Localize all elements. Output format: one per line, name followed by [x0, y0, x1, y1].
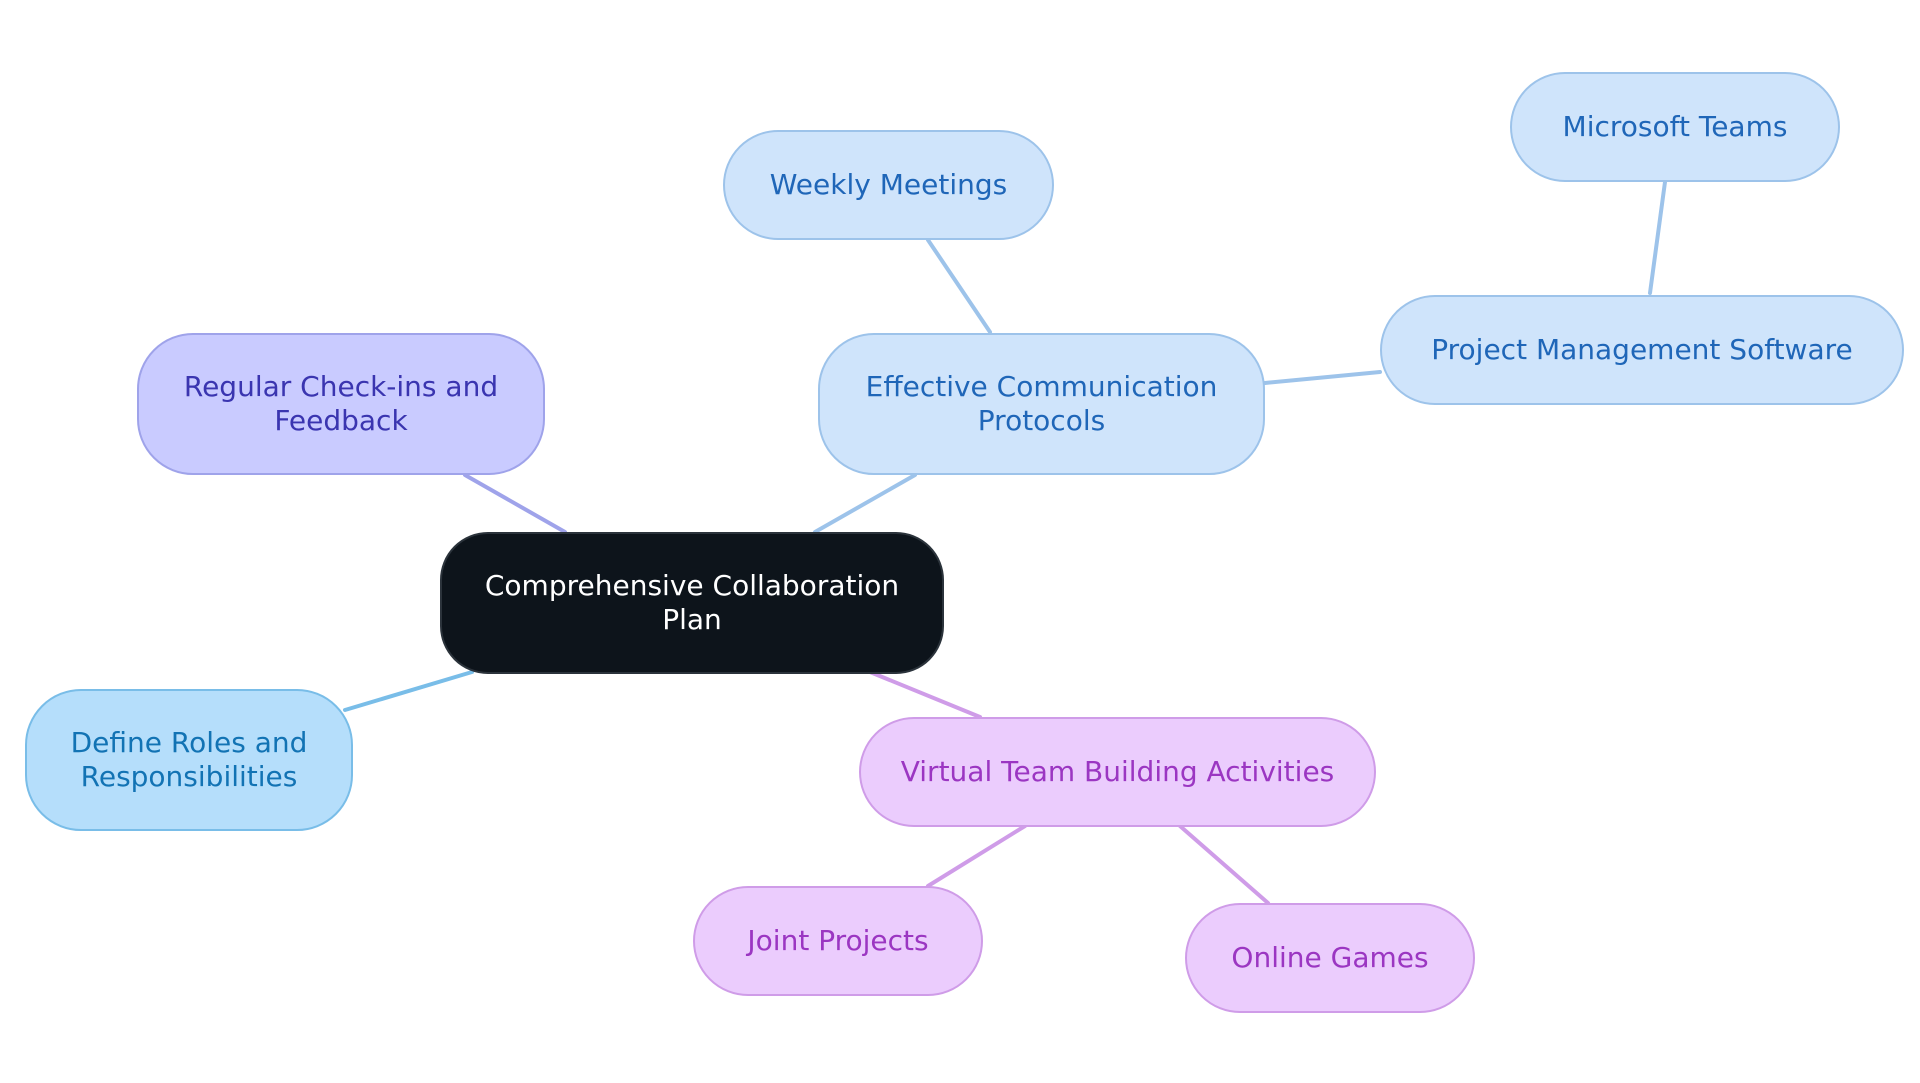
node-online-games-label: Online Games: [1231, 941, 1429, 974]
node-roles-label: Define Roles and Responsibilities: [70, 726, 308, 793]
edge-root-communication: [813, 473, 917, 534]
node-team-building-label: Virtual Team Building Activities: [900, 755, 1335, 788]
node-microsoft-teams-label: Microsoft Teams: [1562, 110, 1788, 143]
node-pm-software-label: Project Management Software: [1431, 333, 1853, 366]
node-checkins[interactable]: Regular Check-ins and Feedback: [137, 333, 545, 475]
node-team-building[interactable]: Virtual Team Building Activities: [859, 717, 1376, 827]
node-checkins-label: Regular Check-ins and Feedback: [183, 370, 499, 437]
root-node[interactable]: Comprehensive Collaboration Plan: [440, 532, 944, 674]
node-pm-software[interactable]: Project Management Software: [1380, 295, 1904, 405]
edge-communication-pm-software: [1263, 370, 1382, 385]
node-weekly-meetings[interactable]: Weekly Meetings: [723, 130, 1054, 240]
node-roles[interactable]: Define Roles and Responsibilities: [25, 689, 353, 831]
edge-root-checkins: [463, 473, 567, 534]
node-joint-projects-label: Joint Projects: [747, 924, 929, 957]
node-microsoft-teams[interactable]: Microsoft Teams: [1510, 72, 1840, 182]
edge-pm-software-teams: [1648, 180, 1667, 295]
edge-communication-weekly: [926, 238, 992, 334]
edge-root-roles: [343, 670, 474, 712]
edge-team-building-games: [1178, 824, 1270, 905]
node-online-games[interactable]: Online Games: [1185, 903, 1475, 1013]
node-weekly-meetings-label: Weekly Meetings: [769, 168, 1008, 201]
edge-team-building-joint: [926, 824, 1027, 888]
node-communication[interactable]: Effective Communication Protocols: [818, 333, 1265, 475]
root-node-label: Comprehensive Collaboration Plan: [484, 569, 900, 636]
edge-root-team-building: [868, 670, 982, 719]
node-joint-projects[interactable]: Joint Projects: [693, 886, 983, 996]
node-communication-label: Effective Communication Protocols: [865, 370, 1218, 437]
